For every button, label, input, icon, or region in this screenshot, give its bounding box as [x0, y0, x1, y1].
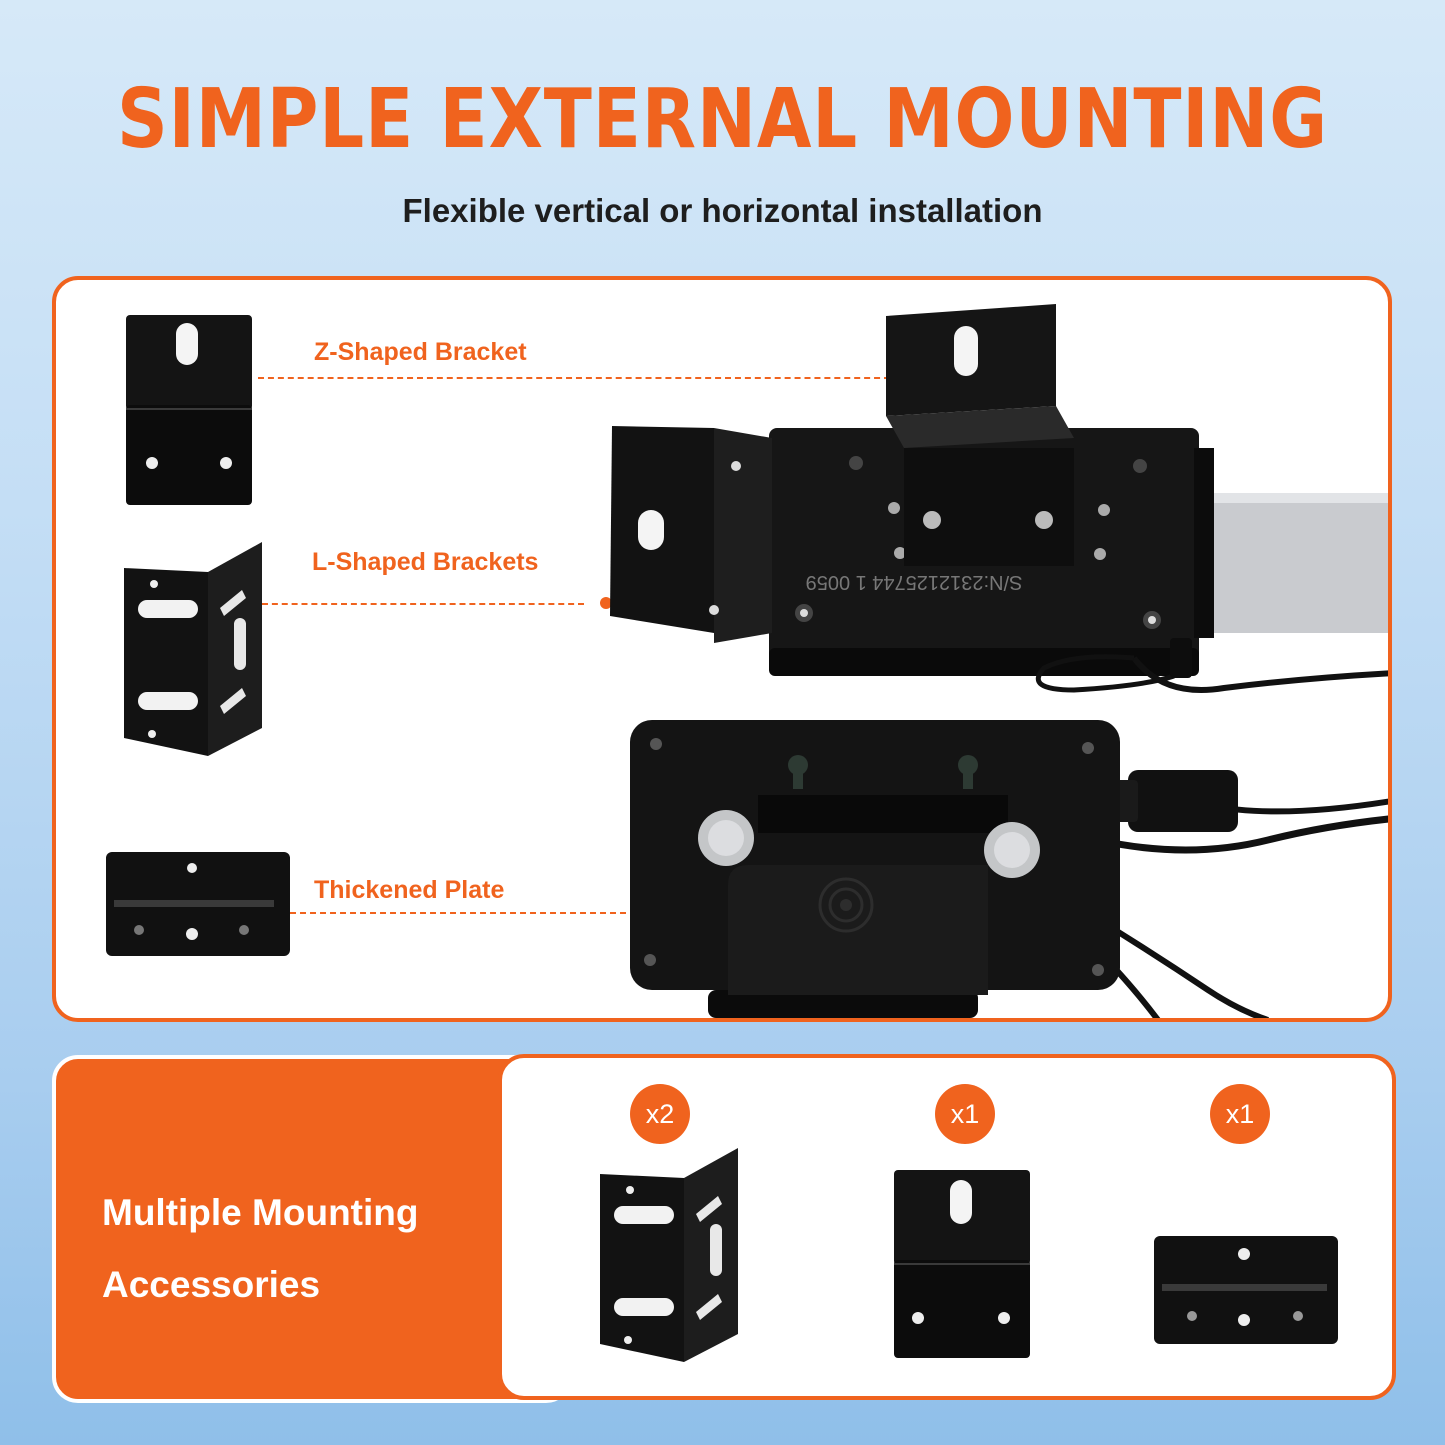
l-bracket-accessory-image [600, 1148, 738, 1362]
z-bracket-accessory-image [894, 1170, 1030, 1358]
plate-thumbnail [106, 852, 290, 956]
page-title: SIMPLE EXTERNAL MOUNTING [116, 72, 1329, 167]
scale-reader-assembly: S/N:2312125744 1 0059 [610, 304, 1388, 693]
plate-leader-line [290, 912, 636, 914]
accessories-heading-panel: Multiple Mounting Accessories [52, 1055, 572, 1403]
accessories-heading: Multiple Mounting Accessories [102, 1177, 418, 1321]
accessories-heading-line1: Multiple Mounting [102, 1192, 419, 1233]
page-subtitle: Flexible vertical or horizontal installa… [402, 192, 1043, 229]
plate-label: Thickened Plate [314, 876, 505, 904]
z-bracket-leader-line [258, 377, 890, 379]
l-bracket-quantity-badge: x2 [630, 1084, 690, 1144]
serial-number: S/N:2312125744 1 0059 [806, 571, 1023, 593]
l-brackets-label: L-Shaped Brackets [312, 548, 539, 576]
plate-accessory-image [1154, 1236, 1338, 1344]
z-bracket-label: Z-Shaped Bracket [314, 338, 527, 366]
plate-quantity-badge: x1 [1210, 1084, 1270, 1144]
l-bracket-thumbnail [124, 542, 262, 756]
mounting-diagram-panel: Z-Shaped Bracket L-Shaped Brackets Thick… [52, 276, 1392, 1022]
l-brackets-pointer-dot [600, 597, 612, 609]
accessories-panel: x2 x1 x1 [498, 1054, 1396, 1400]
display-module-back [630, 720, 1388, 1018]
accessories-heading-line2: Accessories [102, 1264, 321, 1305]
z-bracket-thumbnail [126, 315, 252, 505]
l-brackets-leader-line [262, 603, 584, 605]
z-bracket-quantity-badge: x1 [935, 1084, 995, 1144]
